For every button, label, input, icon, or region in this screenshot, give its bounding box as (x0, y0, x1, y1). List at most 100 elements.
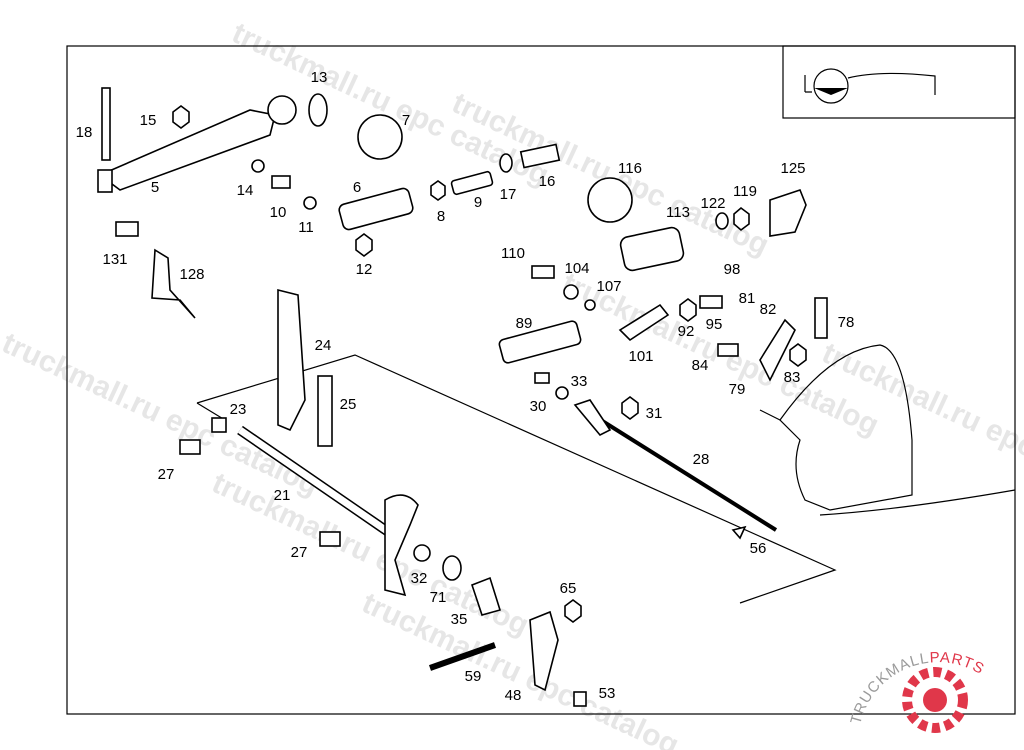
part-label-53: 53 (599, 685, 616, 702)
screw-110 (531, 265, 555, 279)
part-label-32: 32 (411, 570, 428, 587)
part-label-104: 104 (564, 260, 589, 277)
part-label-128: 128 (179, 266, 204, 283)
part-label-6: 6 (353, 179, 361, 196)
cylinder-113 (619, 226, 685, 272)
tool-icon-116 (587, 177, 633, 223)
screw-131 (115, 221, 139, 237)
part-label-82: 82 (760, 301, 777, 318)
cylinder-6 (338, 187, 414, 231)
part-label-9: 9 (474, 194, 482, 211)
part-label-17: 17 (500, 186, 517, 203)
bracket-101 (618, 303, 670, 342)
bracket-128 (151, 248, 196, 319)
part-label-110: 110 (501, 245, 525, 262)
bolt-16 (519, 143, 561, 169)
screw-27b (319, 531, 341, 547)
part-label-101: 101 (628, 348, 653, 365)
washer-17 (499, 153, 513, 173)
nut-8 (430, 180, 446, 201)
washer-122 (715, 212, 729, 230)
washer-104 (563, 284, 579, 300)
vehicle-view-inset (782, 45, 1016, 119)
part-label-84: 84 (692, 357, 709, 374)
nut-92 (679, 298, 697, 322)
part-label-59: 59 (465, 668, 482, 685)
part-label-10: 10 (270, 204, 287, 221)
bushing-23 (211, 417, 227, 433)
lever-5 (98, 109, 276, 191)
part-label-28: 28 (693, 451, 710, 468)
part-label-23: 23 (230, 401, 247, 418)
part-label-113: 113 (666, 204, 690, 221)
part-label-92: 92 (678, 323, 695, 340)
clip-56 (731, 525, 747, 540)
bolt-18 (101, 87, 111, 161)
part-label-78: 78 (838, 314, 855, 331)
part-label-12: 12 (356, 261, 373, 278)
part-label-116: 116 (618, 160, 642, 177)
bolt-59 (428, 642, 497, 671)
part-label-30: 30 (530, 398, 547, 415)
part-label-122: 122 (700, 195, 725, 212)
part-label-15: 15 (140, 112, 157, 129)
tool-icon-7 (357, 114, 403, 160)
part-label-48: 48 (505, 687, 522, 704)
part-label-14: 14 (237, 182, 254, 199)
ring-33 (555, 386, 569, 400)
part-label-98: 98 (724, 261, 741, 278)
part-label-107: 107 (596, 278, 621, 295)
part-label-5: 5 (151, 179, 159, 196)
floor-pan-outline (196, 344, 1016, 604)
part-label-31: 31 (646, 405, 663, 422)
clip-35 (471, 576, 502, 616)
ring-107 (584, 299, 596, 311)
bushing-13a (267, 95, 297, 125)
screw-53 (573, 691, 587, 707)
nut-12 (355, 233, 373, 257)
parts-drawings (97, 87, 828, 707)
part-label-35: 35 (451, 611, 468, 628)
plate-25 (317, 375, 333, 447)
rod-end (573, 399, 612, 436)
part-label-56: 56 (750, 540, 767, 557)
lever-79 (759, 318, 796, 382)
part-label-89: 89 (516, 315, 533, 332)
part-label-13: 13 (311, 69, 328, 86)
part-label-27: 27 (291, 544, 308, 561)
part-label-125: 125 (780, 160, 805, 177)
cylinder-89 (498, 320, 582, 364)
part-label-131: 131 (102, 251, 127, 268)
nut-15 (172, 105, 190, 129)
nut-65 (564, 599, 582, 623)
part-label-18: 18 (76, 124, 93, 141)
part-label-21: 21 (274, 487, 291, 504)
washer-11 (303, 196, 317, 210)
part-label-33: 33 (571, 373, 588, 390)
bracket-125 (769, 189, 807, 237)
nut-83 (789, 343, 807, 367)
part-label-8: 8 (437, 208, 445, 225)
truckmall-parts-logo: TRUCKMALLPARTS (847, 649, 986, 733)
rod-28 (586, 410, 778, 532)
spring-71 (442, 555, 462, 581)
screw-10 (271, 175, 291, 189)
part-label-11: 11 (298, 219, 314, 236)
part-label-79: 79 (729, 381, 746, 398)
sleeve (97, 169, 113, 193)
part-label-65: 65 (560, 580, 577, 597)
watermark-text: truckmall.ru epc catalog (447, 86, 774, 262)
part-label-7: 7 (402, 112, 410, 129)
part-label-27: 27 (158, 466, 175, 483)
part-label-95: 95 (706, 316, 723, 333)
part-label-24: 24 (315, 337, 332, 354)
screw-27a (179, 439, 201, 455)
diagram-frame (66, 45, 1016, 715)
part-label-71: 71 (430, 589, 447, 606)
washer-14 (251, 159, 265, 173)
screw-84 (717, 343, 739, 357)
part-label-81: 81 (739, 290, 756, 307)
ring-13 (308, 93, 328, 127)
